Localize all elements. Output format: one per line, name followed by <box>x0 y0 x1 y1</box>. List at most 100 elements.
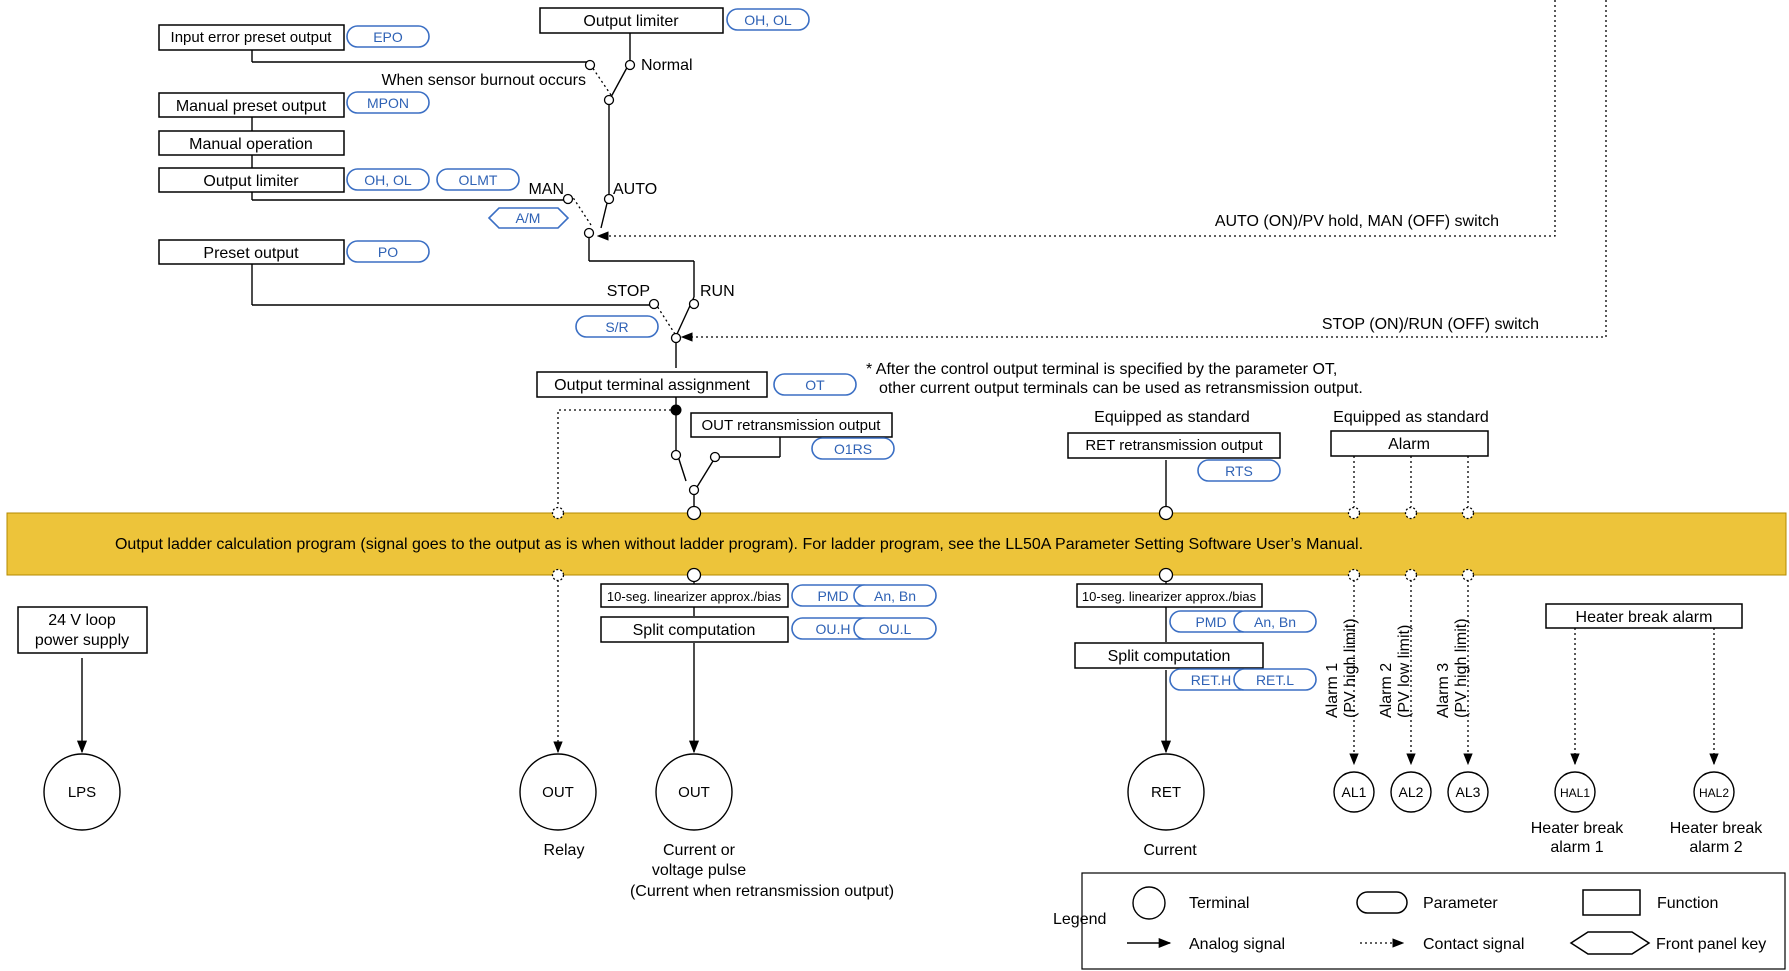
svg-text:O1RS: O1RS <box>834 441 872 457</box>
svg-text:Terminal: Terminal <box>1189 895 1249 912</box>
svg-text:10-seg. linearizer approx./bia: 10-seg. linearizer approx./bias <box>607 589 782 604</box>
svg-text:Manual operation: Manual operation <box>189 136 313 153</box>
param-oh-ol-top: OH, OL <box>726 8 810 31</box>
svg-text:OLMT: OLMT <box>459 172 498 188</box>
svg-text:HAL2: HAL2 <box>1699 786 1729 800</box>
legend-front-key-symbol <box>1569 931 1651 955</box>
param-ouh: OU.H <box>791 617 875 640</box>
svg-text:MPON: MPON <box>367 95 409 111</box>
terminal-lps: LPS <box>43 753 121 831</box>
terminal-ret: RET <box>1127 753 1205 831</box>
function-split-out: Split computation <box>600 616 789 643</box>
terminal-out-relay: OUT <box>519 753 597 831</box>
svg-text:A/M: A/M <box>516 210 541 226</box>
svg-text:AL2: AL2 <box>1399 784 1424 800</box>
legend-title: Legend <box>1053 911 1106 928</box>
label-run: RUN <box>700 283 735 300</box>
alarm2-label: Alarm 2 (PV low limit) <box>1378 625 1413 718</box>
terminal-al3: AL3 <box>1447 771 1489 813</box>
param-pmd-out: PMD <box>791 584 875 607</box>
param-rts: RTS <box>1197 459 1281 482</box>
label-stop: STOP <box>607 283 650 300</box>
svg-text:Output ladder calculation prog: Output ladder calculation program (signa… <box>115 536 1363 553</box>
svg-text:PO: PO <box>378 244 398 260</box>
function-ret-retransmission-output: RET retransmission output <box>1067 432 1281 459</box>
svg-text:Front panel key: Front panel key <box>1656 936 1766 953</box>
svg-text:HAL1: HAL1 <box>1560 786 1590 800</box>
param-pmd-ret: PMD <box>1169 610 1253 633</box>
svg-text:EPO: EPO <box>373 29 403 45</box>
legend-terminal-symbol <box>1132 886 1166 920</box>
svg-text:AL1: AL1 <box>1342 784 1367 800</box>
param-an-bn-ret: An, Bn <box>1233 610 1317 633</box>
label-auto: AUTO <box>613 181 657 198</box>
label-normal: Normal <box>641 57 693 74</box>
function-out-retransmission-output: OUT retransmission output <box>690 412 893 438</box>
svg-text:OU.H: OU.H <box>816 621 851 637</box>
alarm1-label: Alarm 1 (PV high limit) <box>1324 618 1359 718</box>
alarm3-label: Alarm 3 (PV high limit) <box>1435 618 1470 718</box>
svg-text:Parameter: Parameter <box>1423 895 1498 912</box>
svg-text:(PV low limit): (PV low limit) <box>1396 625 1413 718</box>
label-equipped-alarm: Equipped as standard <box>1333 409 1489 426</box>
svg-text:OH, OL: OH, OL <box>364 172 412 188</box>
svg-text:OH, OL: OH, OL <box>744 12 792 28</box>
svg-text:OT: OT <box>805 377 825 393</box>
svg-text:(Current when retransmission o: (Current when retransmission output) <box>630 883 894 900</box>
function-alarm: Alarm <box>1330 430 1489 457</box>
legend: Legend Terminal Parameter Function Analo… <box>1053 872 1786 970</box>
function-heater-break-alarm: Heater break alarm <box>1545 603 1743 629</box>
param-retl: RET.L <box>1233 668 1317 691</box>
label-equipped-ret: Equipped as standard <box>1094 409 1250 426</box>
svg-text:power supply: power supply <box>35 632 129 649</box>
svg-text:RTS: RTS <box>1225 463 1253 479</box>
svg-text:Alarm: Alarm <box>1388 436 1430 453</box>
param-olmt: OLMT <box>436 168 520 191</box>
legend-function-symbol <box>1582 889 1641 916</box>
svg-text:alarm 2: alarm 2 <box>1689 839 1742 856</box>
svg-text:OUT retransmission output: OUT retransmission output <box>702 417 882 434</box>
function-split-ret: Split computation <box>1074 642 1264 669</box>
svg-text:An, Bn: An, Bn <box>874 588 916 604</box>
contact-wires <box>553 0 1719 766</box>
param-reth: RET.H <box>1169 668 1253 691</box>
param-ot: OT <box>773 373 857 396</box>
svg-text:Output terminal assignment: Output terminal assignment <box>554 377 750 394</box>
svg-text:An, Bn: An, Bn <box>1254 614 1296 630</box>
function-loop-power-supply: 24 V loop power supply <box>17 606 148 654</box>
svg-text:OU.L: OU.L <box>879 621 912 637</box>
terminal-al2: AL2 <box>1390 771 1432 813</box>
svg-text:PMD: PMD <box>1195 614 1226 630</box>
caption-relay: Relay <box>544 842 585 859</box>
function-manual-preset-output: Manual preset output <box>158 92 345 118</box>
svg-text:PMD: PMD <box>817 588 848 604</box>
svg-text:Manual preset output: Manual preset output <box>176 98 327 115</box>
param-po: PO <box>346 240 430 263</box>
param-mpon: MPON <box>346 91 430 114</box>
param-oh-ol: OH, OL <box>346 168 430 191</box>
svg-text:AL3: AL3 <box>1456 784 1481 800</box>
svg-text:LPS: LPS <box>68 784 96 801</box>
svg-text:Preset output: Preset output <box>203 245 299 262</box>
svg-text:Contact signal: Contact signal <box>1423 936 1524 953</box>
svg-text:Output limiter: Output limiter <box>583 13 679 30</box>
function-manual-operation: Manual operation <box>158 130 345 156</box>
param-o1rs: O1RS <box>811 437 895 460</box>
svg-text:Alarm 1: Alarm 1 <box>1324 663 1341 718</box>
svg-text:Split computation: Split computation <box>633 622 756 639</box>
svg-text:Current or: Current or <box>663 842 736 859</box>
param-oul: OU.L <box>853 617 937 640</box>
svg-text:OUT: OUT <box>542 784 574 801</box>
terminal-al1: AL1 <box>1333 771 1375 813</box>
terminal-out-current: OUT <box>655 753 733 831</box>
function-input-error-preset-output: Input error preset output <box>158 24 345 51</box>
svg-text:Heater break: Heater break <box>1531 820 1624 837</box>
note-line1: * After the control output terminal is s… <box>866 361 1337 378</box>
svg-text:Heater break alarm: Heater break alarm <box>1576 609 1713 626</box>
svg-text:Input error preset output: Input error preset output <box>171 29 333 46</box>
svg-text:(PV high limit): (PV high limit) <box>1342 618 1359 718</box>
svg-text:RET.L: RET.L <box>1256 672 1294 688</box>
svg-text:Analog signal: Analog signal <box>1189 936 1285 953</box>
function-output-limiter-top: Output limiter <box>539 7 724 34</box>
